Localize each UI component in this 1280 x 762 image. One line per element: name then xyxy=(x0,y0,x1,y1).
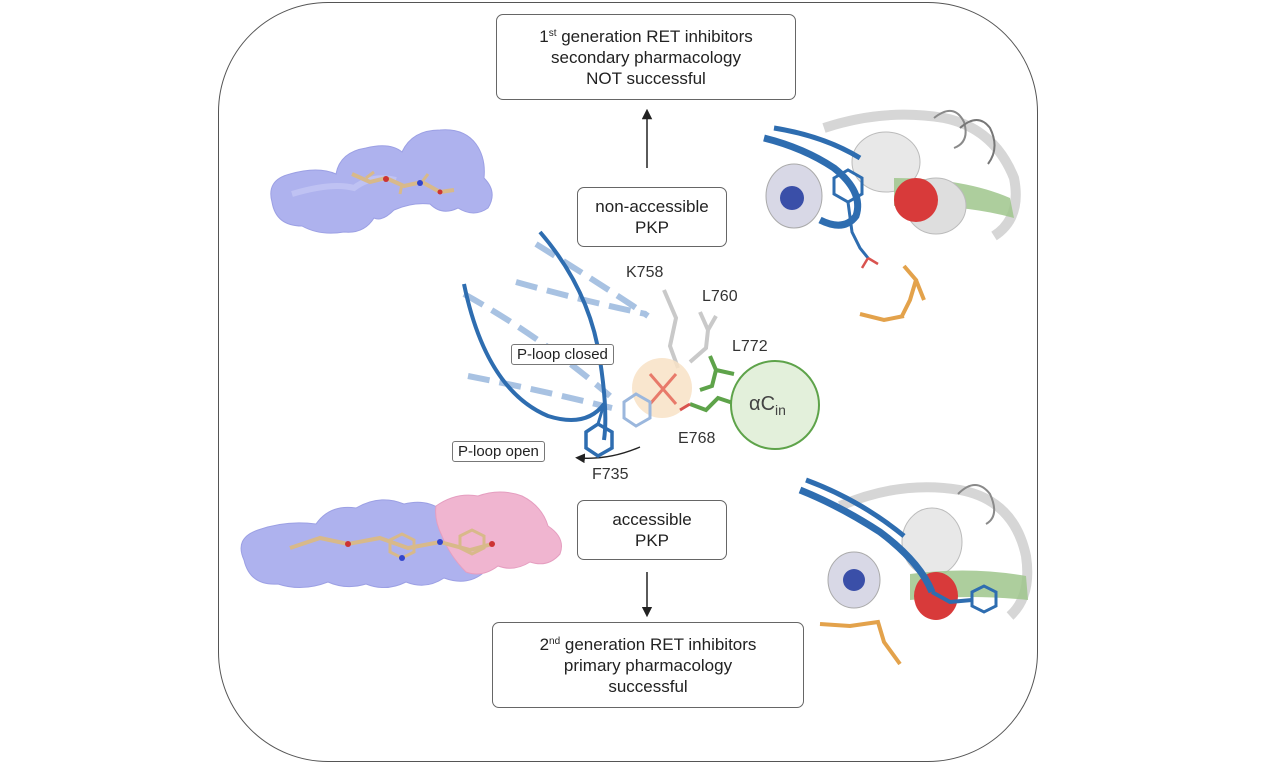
accessible-pkp-label: PKP xyxy=(634,531,670,550)
residue-f735-label: F735 xyxy=(592,466,629,483)
first-generation-title: 1st generation RET inhibitors xyxy=(539,26,753,46)
p-loop-open-tag: P-loop open xyxy=(452,441,545,462)
pocket-schematic xyxy=(462,230,820,459)
accessible-label: accessible xyxy=(612,510,692,529)
arrow-up-to-first-generation xyxy=(575,108,653,618)
residue-l772-label: L772 xyxy=(732,338,768,355)
alpha-c-in-label: αCin xyxy=(749,393,786,418)
non-accessible-pkp-box: non-accessible PKP xyxy=(577,187,727,247)
residue-k758-label: K758 xyxy=(626,264,664,281)
residue-l760-label: L760 xyxy=(702,288,738,305)
first-generation-result: NOT successful xyxy=(586,68,706,88)
residue-e768-label: E768 xyxy=(678,430,716,447)
closed-conformation-structure-image xyxy=(763,109,1021,323)
first-generation-box: 1st generation RET inhibitors secondary … xyxy=(496,14,796,100)
closed-pocket-surface-image xyxy=(270,129,493,234)
second-generation-title: 2nd generation RET inhibitors xyxy=(539,634,757,654)
second-generation-box: 2nd generation RET inhibitors primary ph… xyxy=(492,622,804,708)
p-loop-closed-tag: P-loop closed xyxy=(511,344,614,365)
open-pocket-surface-image xyxy=(240,491,562,588)
non-accessible-pkp-label: PKP xyxy=(634,218,670,237)
second-generation-pharmacology: primary pharmacology xyxy=(563,655,733,675)
accessible-pkp-box: accessible PKP xyxy=(577,500,727,560)
first-generation-pharmacology: secondary pharmacology xyxy=(551,47,741,67)
second-generation-result: successful xyxy=(608,676,688,696)
non-accessible-label: non-accessible xyxy=(595,197,709,216)
open-conformation-structure-image xyxy=(798,477,1033,666)
